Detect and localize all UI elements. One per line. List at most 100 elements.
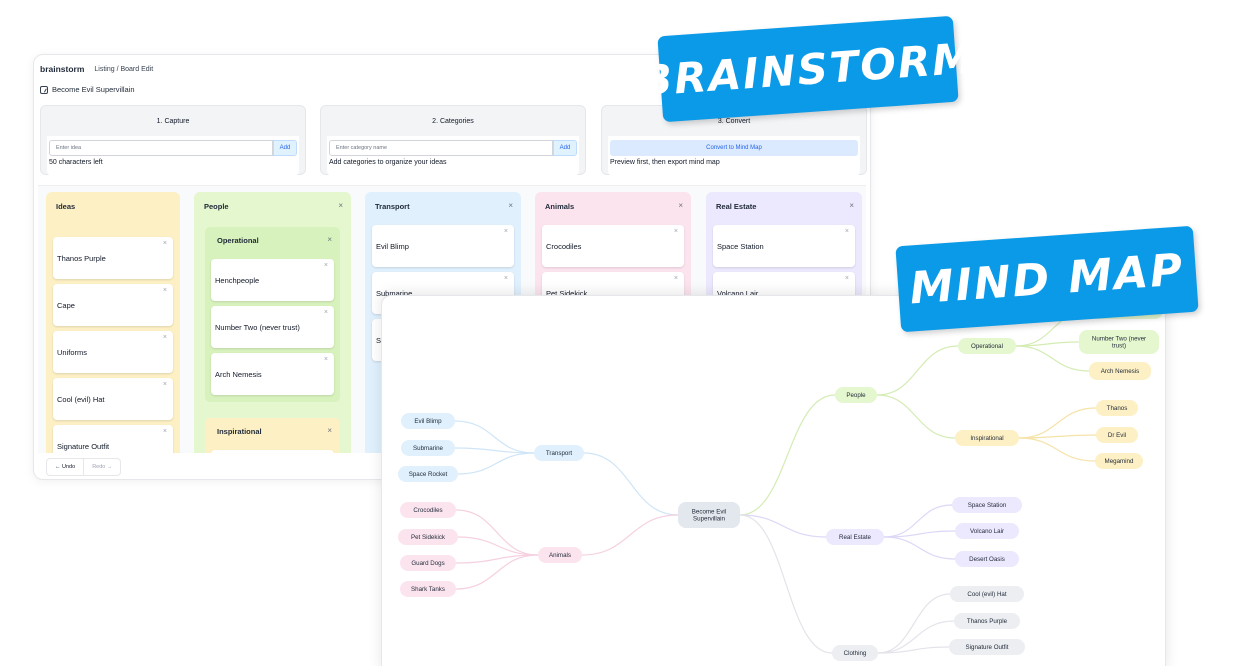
idea-card[interactable]: Evil Blimp× — [372, 225, 514, 267]
close-icon[interactable]: × — [162, 334, 167, 341]
mind-map-node-croc[interactable]: Crocodiles — [400, 502, 456, 518]
idea-card[interactable]: Crocodiles× — [542, 225, 684, 267]
node-pill — [955, 430, 1019, 446]
close-icon[interactable]: × — [323, 356, 328, 363]
close-icon[interactable]: × — [844, 275, 849, 282]
mind-map-node-volcano[interactable]: Volcano Lair — [955, 523, 1019, 539]
mind-map-edge-root-realestate — [739, 514, 827, 538]
subcategory-title: Inspirational — [217, 427, 262, 436]
close-icon[interactable]: × — [503, 275, 508, 282]
close-icon[interactable]: × — [162, 240, 167, 247]
mind-map-edge-animals-pet — [457, 536, 539, 556]
node-pill — [835, 387, 877, 403]
card-label: Space Station — [717, 241, 764, 251]
mind-map-edge-clothing-outfit — [877, 646, 950, 654]
close-icon[interactable]: × — [162, 287, 167, 294]
idea-card[interactable]: Cape × — [53, 284, 173, 326]
close-icon[interactable]: × — [338, 201, 343, 210]
idea-card[interactable]: Arch Nemesis× — [211, 353, 334, 395]
step-title: 2. Categories — [432, 118, 474, 125]
mind-map-node-clothing[interactable]: Clothing — [832, 645, 878, 661]
node-label: Thanos — [1107, 405, 1128, 412]
node-pill — [950, 586, 1024, 602]
add-category-button[interactable]: Add — [553, 140, 577, 156]
mind-map-node-rocket[interactable]: Space Rocket — [398, 466, 458, 482]
close-icon[interactable]: × — [162, 381, 167, 388]
mind-map-node-thanos[interactable]: Thanos — [1096, 400, 1138, 416]
mind-map-node-station[interactable]: Space Station — [952, 497, 1022, 513]
close-icon[interactable]: × — [673, 228, 678, 235]
close-icon[interactable]: × — [673, 275, 678, 282]
mind-map-node-animals[interactable]: Animals — [538, 547, 582, 563]
mind-map-node-shark[interactable]: Shark Tanks — [400, 581, 456, 597]
node-pill — [1096, 427, 1138, 443]
mind-map-node-outfit[interactable]: Signature Outfit — [949, 639, 1025, 655]
card-label: Cape — [57, 300, 75, 310]
step-body: Enter idea Add 50 characters left — [47, 136, 299, 176]
mind-map-node-drevil[interactable]: Dr Evil — [1096, 427, 1138, 443]
idea-card[interactable]: Thanos Purple× — [53, 237, 173, 279]
edit-icon[interactable] — [40, 85, 48, 94]
mind-map-node-inspirational[interactable]: Inspirational — [955, 430, 1019, 446]
mind-map-edge-realestate-volcano — [883, 530, 956, 538]
node-pill — [954, 613, 1020, 629]
idea-card[interactable]: Henchpeople× — [211, 259, 334, 301]
node-label: Dr Evil — [1108, 432, 1126, 439]
idea-card[interactable]: Signature Outfit× — [53, 425, 173, 453]
close-icon[interactable]: × — [844, 228, 849, 235]
mind-map-node-blimp[interactable]: Evil Blimp — [401, 413, 455, 429]
mind-map-node-hat[interactable]: Cool (evil) Hat — [950, 586, 1024, 602]
undo-button[interactable]: ← Undo — [47, 459, 85, 475]
node-pill — [955, 551, 1019, 567]
mind-map-node-operational[interactable]: Operational — [958, 338, 1016, 354]
node-pill — [398, 529, 458, 545]
mind-map-node-megamind[interactable]: Megamind — [1095, 453, 1143, 469]
mind-map-node-realestate[interactable]: Real Estate — [826, 529, 884, 545]
add-idea-button[interactable]: Add — [273, 140, 297, 156]
node-label: Pet Sidekick — [411, 534, 446, 541]
redo-label: Redo — [92, 464, 106, 470]
mind-map-edge-realestate-desert — [883, 536, 956, 560]
mind-map-edge-people-inspirational — [876, 394, 956, 439]
convert-to-mind-map-button[interactable]: Convert to Mind Map — [610, 140, 858, 156]
close-icon[interactable]: × — [327, 235, 332, 244]
mind-map-edge-inspirational-drevil — [1018, 434, 1097, 439]
mind-map-node-transport[interactable]: Transport — [534, 445, 584, 461]
close-icon[interactable]: × — [503, 228, 508, 235]
brand-logo[interactable]: brainstorm — [40, 64, 85, 74]
mind-map-edge-root-transport — [583, 452, 679, 516]
node-label: Megamind — [1105, 458, 1134, 465]
close-icon[interactable]: × — [323, 262, 328, 269]
close-icon[interactable]: × — [323, 309, 328, 316]
mind-map-node-sub[interactable]: Submarine — [401, 440, 455, 456]
mind-map-edge-clothing-hat — [877, 593, 951, 654]
idea-card[interactable]: Space Station × — [713, 225, 855, 267]
idea-input[interactable]: Enter idea — [49, 140, 273, 156]
mind-map-edge-root-animals — [581, 514, 679, 556]
idea-card[interactable]: Cool (evil) Hat× — [53, 378, 173, 420]
close-icon[interactable]: × — [849, 201, 854, 210]
subcategory-title: Operational — [217, 236, 259, 245]
mind-map-node-tpurple[interactable]: Thanos Purple — [954, 613, 1020, 629]
mind-map-node-pet[interactable]: Pet Sidekick — [398, 529, 458, 545]
idea-card[interactable]: Uniforms× — [53, 331, 173, 373]
breadcrumb[interactable]: Listing / Board Edit — [94, 65, 154, 73]
category-helper: Add categories to organize your ideas — [329, 159, 447, 166]
idea-card[interactable]: Number Two (never trust)× — [211, 306, 334, 348]
category-input[interactable]: Enter category name — [329, 140, 553, 156]
redo-button[interactable]: Redo → — [92, 464, 113, 470]
mind-map-node-arch[interactable]: Arch Nemesis — [1089, 362, 1151, 380]
mind-map-node-desert[interactable]: Desert Oasis — [955, 551, 1019, 567]
mind-map-edge-transport-blimp — [454, 420, 535, 454]
idea-card[interactable] — [211, 450, 334, 453]
close-icon[interactable]: × — [678, 201, 683, 210]
mind-map-node-dogs[interactable]: Guard Dogs — [400, 555, 456, 571]
close-icon[interactable]: × — [508, 201, 513, 210]
node-label: Evil Blimp — [414, 418, 442, 425]
mind-map-node-people[interactable]: People — [835, 387, 877, 403]
close-icon[interactable]: × — [327, 426, 332, 435]
close-icon[interactable]: × — [162, 428, 167, 435]
